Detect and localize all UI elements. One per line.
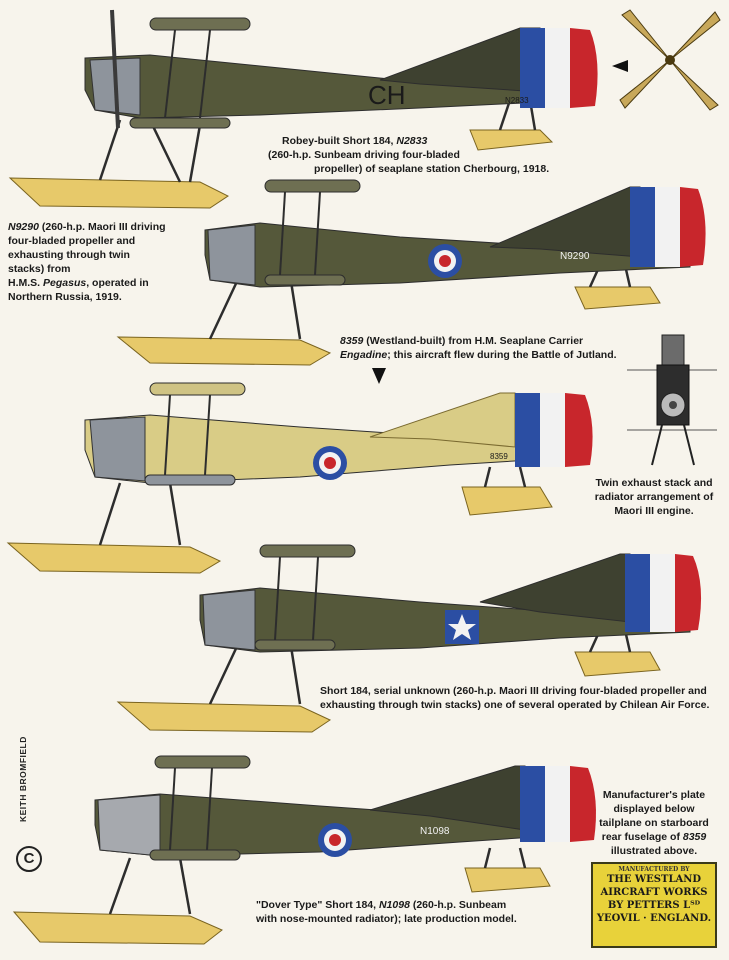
caption-text: (260-h.p. Maori III driving — [38, 221, 166, 233]
caption-text: displayed below — [613, 803, 695, 815]
main-float — [8, 177, 229, 209]
roundel — [428, 244, 462, 278]
aircraft-n9290: N9290 — [116, 179, 706, 366]
caption-chilean: Short 184, serial unknown (260-h.p. Maor… — [320, 684, 720, 712]
lower-wing — [264, 274, 346, 286]
caption-text: Robey-built Short 184, — [282, 135, 397, 147]
upper-wing — [149, 17, 251, 31]
manufacturer-plate: MANUFACTURED BY THE WESTLAND AIRCRAFT WO… — [591, 862, 717, 948]
aircraft-chilean — [116, 544, 702, 733]
artist-credit: KEITH BROMFIELD — [18, 736, 32, 822]
pointer-arrow — [612, 60, 628, 72]
caption-ship: Pegasus — [43, 277, 87, 289]
caption-text: "Dover Type" Short 184, — [256, 899, 379, 911]
caption-8359: 8359 (Westland-built) from H.M. Seaplane… — [340, 334, 630, 362]
copyright-symbol: C — [16, 846, 42, 872]
caption-text: (260-h.p. Sunbeam driving four-bladed — [268, 149, 460, 161]
fin — [489, 186, 641, 258]
caption-text: exhausting through twin — [8, 249, 130, 261]
caption-serial: N1098 — [378, 899, 410, 911]
code-letters: CH — [368, 80, 406, 110]
rudder-stripes — [520, 28, 598, 108]
aircraft-8359: 8359 — [6, 382, 593, 574]
caption-serial: 8359 — [340, 335, 364, 347]
upper-wing — [154, 755, 251, 769]
caption-text: four-bladed propeller and — [8, 235, 136, 247]
caption-text: Maori III engine. — [614, 505, 694, 517]
caption-text: illustrated above. — [610, 845, 698, 857]
lower-wing — [144, 474, 236, 486]
artist-name: KEITH BROMFIELD — [18, 736, 28, 822]
roundel — [318, 823, 352, 857]
aircraft-n2833: CH N2833 — [8, 9, 721, 209]
lower-wing — [254, 639, 336, 651]
rudder-stripes — [625, 554, 702, 632]
plate-line: THE WESTLAND — [606, 874, 702, 885]
caption-n2833: Robey-built Short 184, N2833 (260-h.p. S… — [268, 134, 588, 176]
caption-text: (Westland-built) from H.M. Seaplane Carr… — [363, 335, 584, 347]
caption-ship: Engadine — [340, 349, 388, 361]
maori-engine-front-view — [627, 334, 717, 466]
fuselage-serial: N9290 — [560, 251, 590, 262]
caption-text: Manufacturer's plate — [602, 789, 706, 801]
rudder-stripes — [630, 187, 706, 267]
down-arrow — [372, 368, 386, 384]
caption-text: tailplane on starboard — [599, 817, 709, 829]
caption-maori-engine: Twin exhaust stack and radiator arrangem… — [584, 476, 724, 518]
caption-text: rear fuselage of — [601, 831, 683, 843]
upper-wing — [259, 544, 356, 558]
caption-serial: N9290 — [8, 221, 39, 233]
propeller-detail — [619, 9, 721, 111]
fuselage-serial: 8359 — [490, 452, 508, 461]
main-float — [12, 911, 223, 945]
main-float — [116, 701, 332, 733]
caption-text: Twin exhaust stack and — [595, 477, 713, 489]
tail-float — [461, 486, 553, 516]
caption-text: Short 184, serial unknown (260-h.p. Maor… — [320, 685, 707, 697]
caption-n1098: "Dover Type" Short 184, N1098 (260-h.p. … — [256, 898, 576, 926]
main-float — [116, 336, 332, 366]
caption-text: exhausting through twin stacks) one of s… — [320, 699, 710, 711]
tail-float — [574, 651, 661, 677]
fuselage-serial: N2833 — [505, 96, 529, 105]
tail-float — [574, 286, 661, 310]
roundel — [313, 446, 347, 480]
fuselage — [84, 54, 586, 119]
upper-wing — [149, 382, 246, 396]
caption-manufacturer-plate: Manufacturer's plate displayed below tai… — [584, 788, 724, 858]
caption-serial: N2833 — [396, 135, 428, 147]
caption-text: radiator arrangement of — [594, 491, 714, 503]
rudder-stripes — [520, 766, 596, 842]
lower-wing — [129, 117, 231, 129]
chilean-star-insignia — [445, 610, 479, 644]
caption-serial: 8359 — [682, 831, 707, 843]
caption-text: (260-h.p. Sunbeam — [409, 899, 507, 911]
plate-line: BY PETTERS Lᵀᴰ — [607, 900, 701, 911]
rudder-stripes — [515, 393, 593, 467]
caption-text: ; this aircraft flew during the Battle o… — [387, 349, 617, 361]
plate-line: AIRCRAFT WORKS — [600, 887, 708, 898]
caption-n9290: N9290 (260-h.p. Maori III driving four-b… — [8, 220, 198, 304]
caption-text: , operated in — [86, 277, 149, 289]
aircraft-n1098: N1098 — [12, 755, 596, 945]
fuselage-serial: N1098 — [420, 826, 450, 837]
tail-float — [469, 129, 554, 151]
caption-text: propeller) of seaplane station Cherbourg… — [314, 163, 550, 175]
tail-float — [464, 867, 551, 893]
caption-text: H.M.S. — [8, 277, 44, 289]
plate-line: YEOVIL · ENGLAND. — [596, 913, 712, 924]
caption-text: stacks) from — [8, 263, 71, 275]
upper-wing — [264, 179, 361, 193]
caption-text: Northern Russia, 1919. — [8, 291, 122, 303]
caption-text: with nose-mounted radiator); late produc… — [256, 913, 517, 925]
plate-top: MANUFACTURED BY — [618, 866, 690, 873]
main-float — [6, 542, 222, 574]
lower-wing — [149, 849, 241, 861]
